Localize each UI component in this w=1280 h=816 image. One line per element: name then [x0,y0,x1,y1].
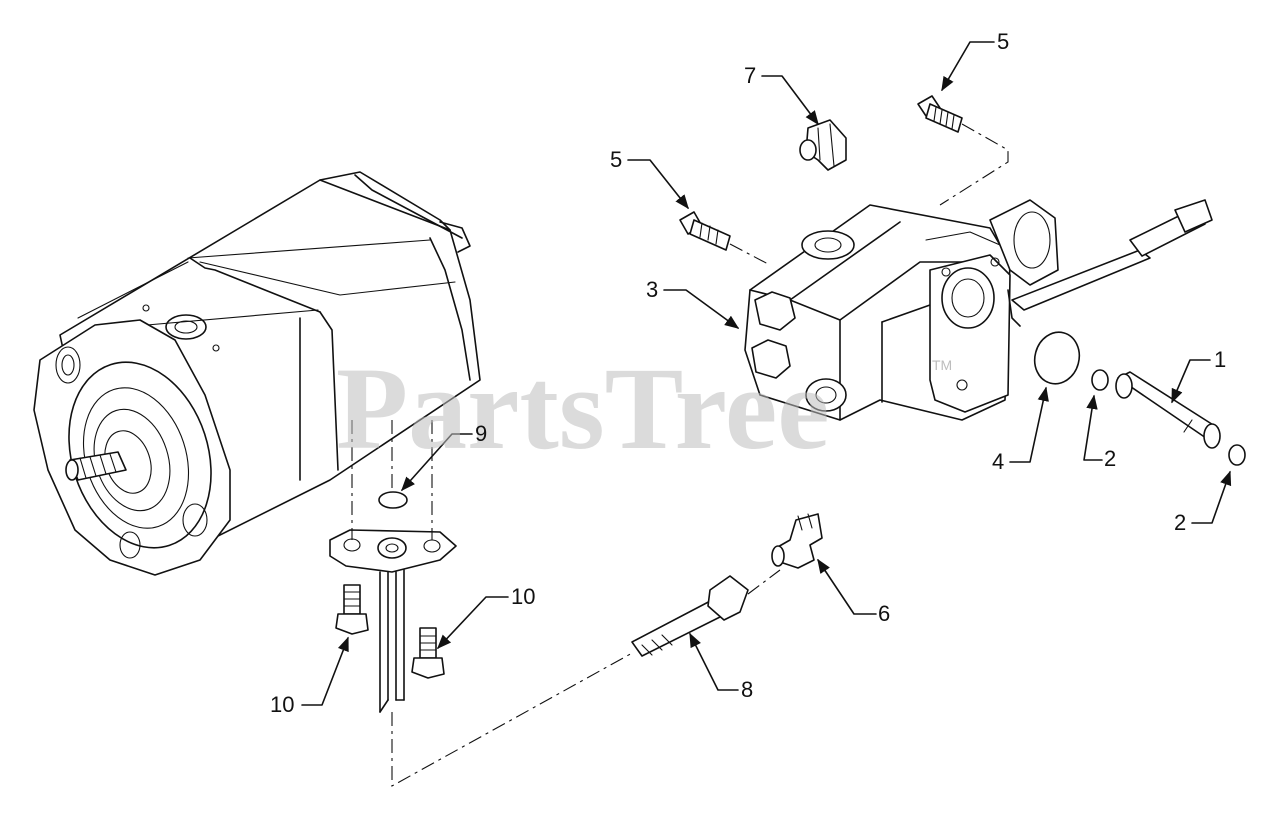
part-10-bolt-left[interactable] [335,584,369,635]
part-2-oring-a[interactable] [1091,369,1109,391]
part-5-screw-top[interactable] [917,95,1009,206]
callout-9[interactable]: 9 [475,421,487,446]
part-7-elbow-fitting[interactable] [799,119,847,171]
callout-5-left[interactable]: 5 [610,147,622,172]
part-10-bolt-right[interactable] [411,627,445,679]
callout-4[interactable]: 4 [992,449,1004,474]
part-2-oring-b[interactable] [1228,444,1246,466]
part-9-oring[interactable] [378,491,408,509]
part-4-gasket[interactable] [1029,327,1085,389]
leader-lines [301,41,1232,706]
callout-2-middle[interactable]: 2 [1104,446,1116,471]
callout-6[interactable]: 6 [878,601,890,626]
callout-8[interactable]: 8 [741,677,753,702]
callout-3[interactable]: 3 [646,277,658,302]
callout-2-lower[interactable]: 2 [1174,510,1186,535]
hydraulic-pump[interactable] [33,171,481,576]
callout-5-top[interactable]: 5 [997,29,1009,54]
watermark-trademark: TM [932,357,952,373]
callout-1[interactable]: 1 [1214,347,1226,372]
linkage-rod[interactable] [1007,199,1213,327]
part-8-long-bolt[interactable] [631,569,781,657]
part-5-screw-left[interactable] [679,211,771,266]
callout-10-left[interactable]: 10 [270,692,294,717]
callout-7[interactable]: 7 [744,63,756,88]
part-1-spool[interactable] [1115,371,1221,449]
part-6-elbow-fitting[interactable] [771,513,823,569]
callout-10-right[interactable]: 10 [511,584,535,609]
control-valve-body[interactable] [744,199,1059,421]
mounting-plate[interactable] [329,529,457,713]
watermark-brand: PartsTree [336,343,830,474]
